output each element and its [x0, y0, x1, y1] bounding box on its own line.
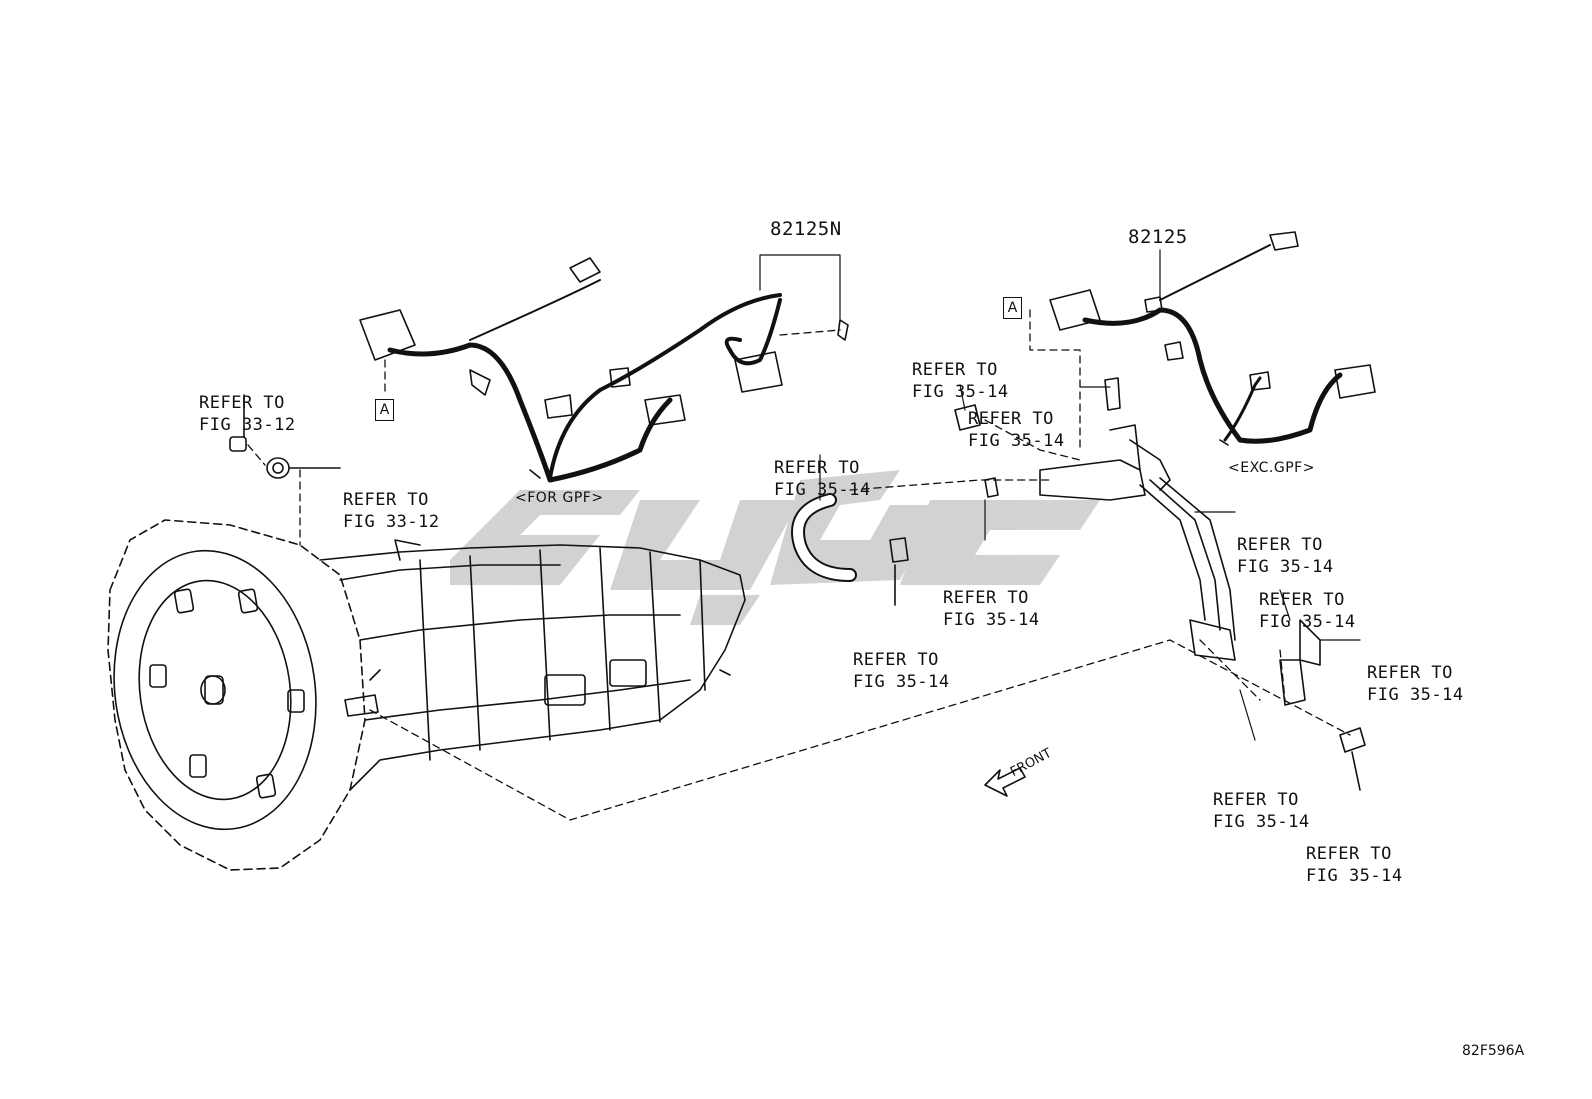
plug-and-seal: [229, 394, 341, 479]
part-number-gpf[interactable]: 82125N: [770, 218, 842, 240]
leader-lines: [247, 309, 1351, 821]
connector-marker-a-right: A: [1003, 297, 1022, 319]
cable-bracket-assembly: [954, 377, 1366, 791]
variant-exc-gpf: <EXC.GPF>: [1228, 460, 1315, 476]
connector-marker-a-left: A: [375, 399, 394, 421]
hose: [791, 493, 909, 606]
figure-code: 82F596A: [1462, 1043, 1525, 1059]
label-leaders: [759, 249, 1361, 741]
wire-harness-exc-gpf: [1049, 231, 1376, 446]
variant-for-gpf: <FOR GPF>: [515, 490, 604, 506]
front-arrow: [984, 767, 1026, 797]
transmission-assembly: [107, 519, 746, 871]
part-number-exc-gpf[interactable]: 82125: [1128, 226, 1188, 248]
wire-harness-gpf: [359, 257, 849, 483]
